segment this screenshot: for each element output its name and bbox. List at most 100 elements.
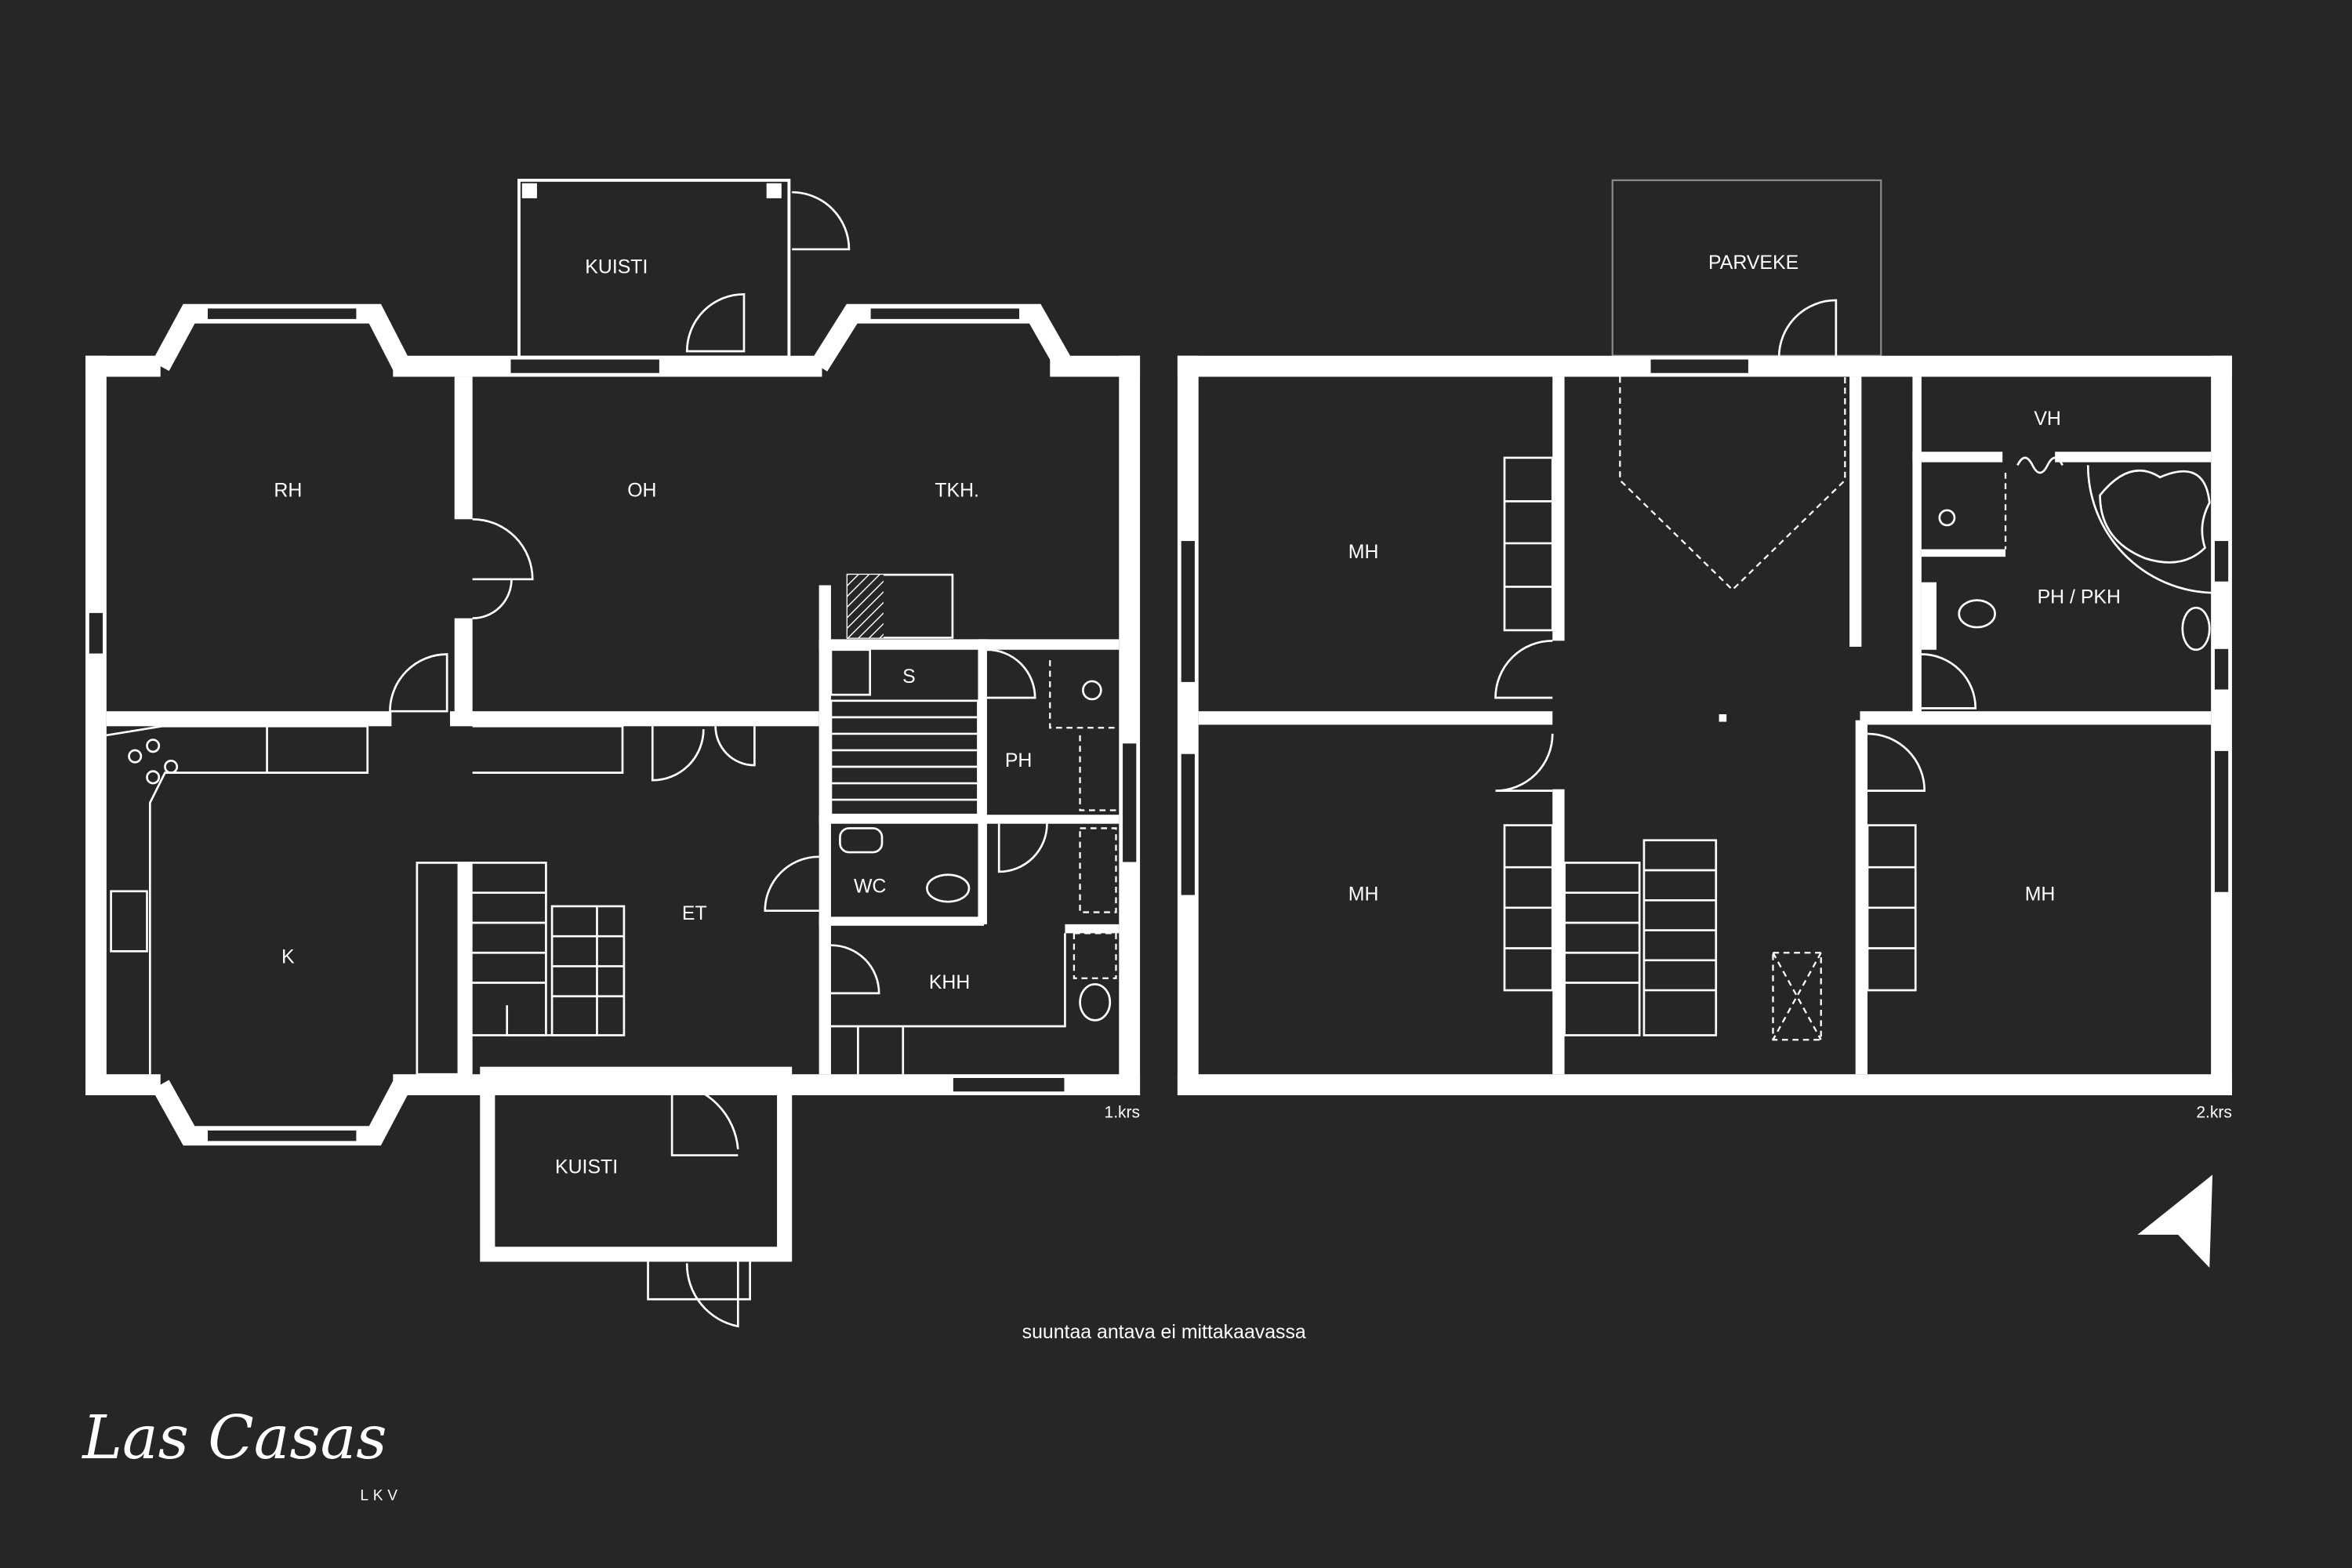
door-swing-icon [986,648,1036,699]
bathtub-outline [2086,465,2212,594]
window [87,611,104,655]
closet [1866,824,1917,992]
door-swing-icon [1921,653,1977,710]
wall [1198,711,1553,725]
wall [1860,711,2212,725]
logo-sub: LKV [360,1488,401,1504]
room-label: VH [2034,408,2061,430]
room-label: TKH. [935,480,979,502]
cabinets [830,933,1066,1075]
floor-label: 2.krs [2196,1104,2232,1122]
window [2213,647,2230,691]
staircase-icon [416,862,626,1076]
window [951,1076,1066,1094]
porch-post [766,183,782,198]
wall [85,355,107,1096]
wall [1912,452,2003,463]
wall [106,711,392,727]
door-swing-icon [997,823,1048,873]
utility-unit [1073,932,1117,979]
room-label: MH [2025,883,2056,905]
door-swing-icon [685,292,746,353]
wall [1552,376,1565,641]
room-label: K [281,946,295,968]
curtain-icon [2016,456,2063,474]
porch-post [521,183,537,198]
wall [449,711,819,727]
sauna-bench [829,699,979,816]
wall [2055,452,2212,463]
wall [818,916,985,926]
roof-hatch-icon [1772,952,1822,1041]
door-swing-icon [764,855,819,913]
kitchen-counter [106,725,369,1075]
wall [1177,355,1199,1096]
window [206,1129,358,1143]
door-swing-icon [1777,299,1838,359]
wall [1921,582,1937,650]
door-swing-icon [1867,732,1926,792]
room-label: PH [1005,750,1033,771]
toilet-icon [1958,599,1996,629]
cabinet [472,725,624,774]
room-label: WC [854,876,886,898]
door-swing-icon [830,944,880,995]
wall [1921,549,2006,557]
door-swing-icon [670,1082,739,1156]
north-arrow-icon [2137,1174,2213,1269]
window [206,307,358,321]
wall [1912,376,1922,713]
wall [85,1074,161,1096]
door-swing-icon [792,191,851,251]
roof-slope-line [1619,376,1846,591]
shower-area [1049,660,1120,811]
bay-window-wall [151,1080,411,1146]
room-label: KUISTI [585,256,648,278]
logo-name: Las Casas [81,1403,387,1473]
room-label: S [902,666,916,688]
staircase-icon [1563,839,1718,1036]
ceiling-point [1719,714,1727,722]
wall [818,815,1120,824]
wall [2211,355,2232,1096]
window [1649,358,1750,375]
room-label: ET [682,902,707,924]
window [1179,752,1196,897]
wall [818,639,1120,650]
wall [1119,355,1141,1096]
window [2213,539,2230,583]
room-label: MH [1348,883,1379,905]
wall [978,639,987,924]
toilet-icon [926,873,971,903]
closet [1503,824,1554,992]
double-door-icon [472,517,534,619]
wall [1855,720,1868,1075]
room-label: PH / PKH [2038,586,2121,608]
window [1179,539,1196,684]
kitchen-sink-icon [110,890,148,953]
bay-window-wall [151,303,411,372]
bay-window-wall [811,303,1074,372]
sink-icon [2181,606,2211,652]
porch-bottom-walls [480,1066,793,1262]
window [869,307,1021,321]
wall [1849,376,1862,647]
wall [1552,789,1565,1075]
wall [454,618,473,724]
door-swing-icon [389,653,448,713]
wall [457,862,473,1075]
floor-2: PARVEKE MH MH MH VH PH / PKH 2.krs [1177,179,2232,1122]
room-label: KHH [929,971,971,993]
sink-icon [839,827,884,854]
logo: Las Casas LKV [81,1403,401,1504]
stove-icon [128,739,179,785]
window [509,358,661,375]
floor-1: KUISTI RH OH TKH. S PH WC ET K KHH KUIST… [85,178,1141,1328]
window [2213,749,2230,894]
wall [1065,924,1120,934]
door-swing-icon [1495,733,1554,792]
wall [1177,1074,2232,1096]
corner-bathtub-icon [2099,470,2211,564]
room-label: RH [274,480,302,502]
